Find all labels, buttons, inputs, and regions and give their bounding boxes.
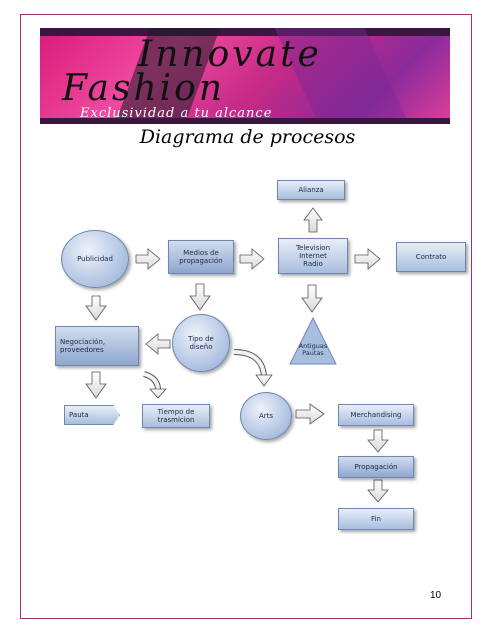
banner-title-innovate: Innovate (138, 34, 322, 75)
node-publicidad: Publicidad (61, 230, 129, 288)
node-label: Medios de propagación (179, 248, 223, 265)
arrow-down-icon (367, 479, 389, 503)
node-contrato: Contrato (396, 242, 466, 272)
page-title: Diagrama de procesos (139, 126, 356, 148)
node-label: Negociación, proveedores (60, 337, 106, 354)
node-label: Tipo de diseño (188, 334, 214, 351)
arrow-right-icon (295, 403, 325, 425)
node-fin: Fin (338, 508, 414, 530)
arrow-down-icon (85, 371, 107, 399)
banner-title-fashion: Fashion (62, 68, 226, 109)
node-label: Television Internet Radio (295, 243, 331, 269)
node-label: Arts (258, 411, 274, 420)
arrow-down-icon (301, 284, 323, 313)
innovate-fashion-banner: Innovate Fashion Exclusividad a tu alcan… (40, 28, 450, 124)
node-medios-de-propagacion: Medios de propagación (168, 240, 234, 274)
node-tiempo-de-trasmicion: Tiempo de trasmicion (142, 404, 210, 428)
arrow-down-icon (367, 429, 389, 453)
arrow-right-icon (135, 248, 161, 270)
node-pauta: Pauta (64, 405, 120, 425)
banner-bottom-band (40, 118, 450, 124)
node-label: Tiempo de trasmicion (157, 407, 195, 424)
node-label: Publicidad (77, 254, 113, 263)
page-border (20, 14, 472, 619)
node-label: Propagación (354, 462, 398, 471)
node-label: Fin (371, 514, 381, 523)
node-antiguas-pautas: Antiguas Pautas (290, 342, 336, 358)
node-arts: Arts (240, 392, 292, 440)
banner-tagline: Exclusividad a tu alcance (80, 106, 273, 121)
arrow-down-icon (189, 283, 211, 311)
page-number: 10 (430, 590, 442, 601)
banner-top-band (40, 28, 450, 36)
node-tipo-de-diseno: Tipo de diseño (172, 314, 230, 372)
node-television-internet-radio: Television Internet Radio (278, 238, 348, 274)
node-label: Pauta (69, 410, 89, 419)
node-label: Merchandising (350, 410, 402, 419)
node-label: Contrato (415, 252, 447, 261)
node-propagacion: Propagación (338, 456, 414, 478)
node-label: Alianza (298, 185, 324, 194)
arrow-right-icon (354, 248, 381, 270)
antiguas-pautas-triangle (289, 316, 337, 365)
arrow-right-icon (239, 248, 265, 270)
arrow-down-icon (149, 388, 167, 399)
node-negociacion-proveedores: Negociación, proveedores (55, 326, 139, 366)
node-merchandising: Merchandising (338, 404, 414, 426)
arrow-down-icon (85, 295, 107, 321)
node-alianza: Alianza (277, 180, 345, 200)
node-label: Antiguas Pautas (298, 342, 328, 358)
arrow-up-icon (303, 207, 323, 233)
arrow-down-icon (255, 374, 273, 387)
arrow-left-icon (145, 333, 171, 355)
